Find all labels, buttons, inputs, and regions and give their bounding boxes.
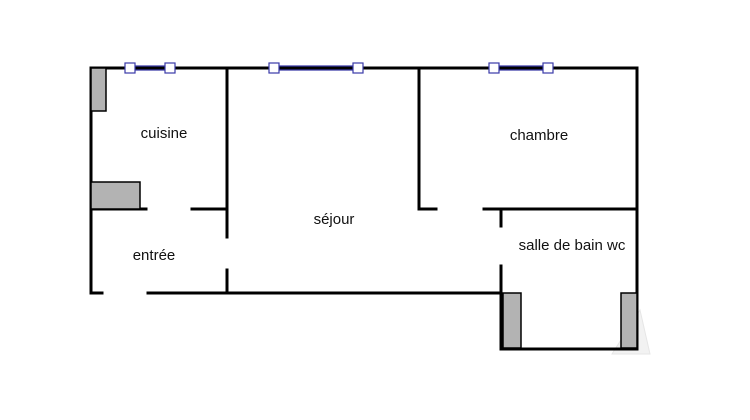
room-label-cuisine: cuisine: [141, 125, 188, 142]
room-label-chambre: chambre: [510, 127, 568, 144]
bathroom-fixture-left: [502, 292, 522, 349]
window-chambre: [488, 62, 554, 74]
fixtures: [90, 67, 638, 349]
window-cuisine: [124, 62, 176, 74]
room-labels: cuisine séjour chambre entrée salle de b…: [133, 125, 626, 264]
walls: [89, 66, 639, 351]
room-label-salle-de-bain-wc: salle de bain wc: [519, 237, 626, 254]
cuisine-counter-bottom: [90, 181, 141, 210]
windows: [124, 62, 554, 74]
bathroom-fixture-right: [620, 292, 638, 349]
cuisine-counter-top: [90, 67, 107, 112]
window-sejour: [268, 62, 364, 74]
room-label-sejour: séjour: [314, 211, 355, 228]
room-label-entree: entrée: [133, 247, 176, 264]
